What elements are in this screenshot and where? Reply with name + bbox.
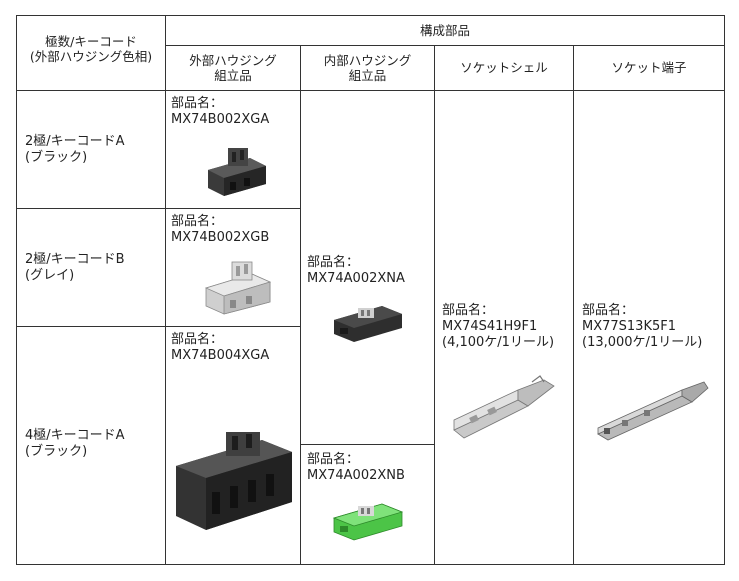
row-type-2: 2極/キーコードB (グレイ): [25, 252, 163, 284]
header-group: 構成部品: [419, 23, 470, 38]
terminal-part: 部品名： MX77S13K5F1 (13,000ケ/1リール): [582, 303, 722, 351]
inner-part-1-number: MX74A002XNA: [307, 271, 405, 286]
outer-part-2: 部品名： MX74B002XGB: [171, 214, 299, 246]
inner-part-1: 部品名： MX74A002XNA: [307, 255, 433, 287]
outer-part-2-number: MX74B002XGB: [171, 230, 270, 245]
connector-image-4pin-black: [176, 432, 292, 530]
row-type-2-line2: (グレイ): [25, 268, 75, 283]
outer-part-2-label: 部品名：: [171, 214, 224, 229]
connector-image-2pin-gray: [204, 261, 272, 315]
inner-part-2: 部品名： MX74A002XNB: [307, 452, 433, 484]
row-type-3: 4極/キーコードA (ブラック): [25, 428, 163, 460]
outer-part-1-number: MX74B002XGA: [171, 112, 270, 127]
outer-part-3: 部品名： MX74B004XGA: [171, 332, 299, 364]
inner-part-2-number: MX74A002XNB: [307, 468, 405, 483]
shell-part: 部品名： MX74S41H9F1 (4,100ケ/1リール): [442, 303, 572, 351]
header-inner-line1: 内部ハウジング: [323, 53, 412, 68]
inner-housing-image-black: [334, 306, 402, 342]
header-inner-line2: 組立品: [348, 68, 387, 83]
terminal-part-number: MX77S13K5F1: [582, 319, 677, 334]
row-type-3-line2: (ブラック): [25, 444, 88, 459]
socket-terminal-image: [597, 381, 709, 441]
header-inner: 内部ハウジング 組立品: [301, 53, 434, 83]
shell-part-number: MX74S41H9F1: [442, 319, 538, 334]
header-shell: ソケットシェル: [460, 60, 548, 75]
outer-part-3-number: MX74B004XGA: [171, 348, 270, 363]
inner-housing-image-green: [332, 503, 404, 541]
shell-part-qty: (4,100ケ/1リール): [442, 335, 555, 350]
header-type-line1: 極数/キーコード: [45, 34, 137, 49]
header-type-line2: (外部ハウジング色相): [29, 49, 153, 64]
header-outer-line1: 外部ハウジング: [189, 53, 277, 68]
row-type-1-line1: 2極/キーコードA: [25, 134, 125, 149]
row-type-1-line2: (ブラック): [25, 150, 88, 165]
terminal-part-label: 部品名：: [582, 303, 635, 318]
terminal-part-qty: (13,000ケ/1リール): [582, 335, 703, 350]
shell-part-label: 部品名：: [442, 303, 495, 318]
outer-part-1: 部品名： MX74B002XGA: [171, 96, 299, 128]
header-outer: 外部ハウジング 組立品: [166, 53, 300, 83]
outer-part-3-label: 部品名：: [171, 332, 224, 347]
header-outer-line2: 組立品: [214, 68, 252, 83]
header-type: 極数/キーコード (外部ハウジング色相): [17, 34, 165, 64]
header-terminal: ソケット端子: [611, 60, 687, 75]
socket-shell-image: [453, 375, 555, 439]
inner-part-1-label: 部品名：: [307, 255, 360, 270]
row-type-1: 2極/キーコードA (ブラック): [25, 134, 163, 166]
outer-part-1-label: 部品名：: [171, 96, 224, 111]
inner-part-2-label: 部品名：: [307, 452, 360, 467]
row-type-2-line1: 2極/キーコードB: [25, 252, 125, 267]
connector-image-2pin-black: [208, 148, 266, 196]
row-type-3-line1: 4極/キーコードA: [25, 428, 125, 443]
